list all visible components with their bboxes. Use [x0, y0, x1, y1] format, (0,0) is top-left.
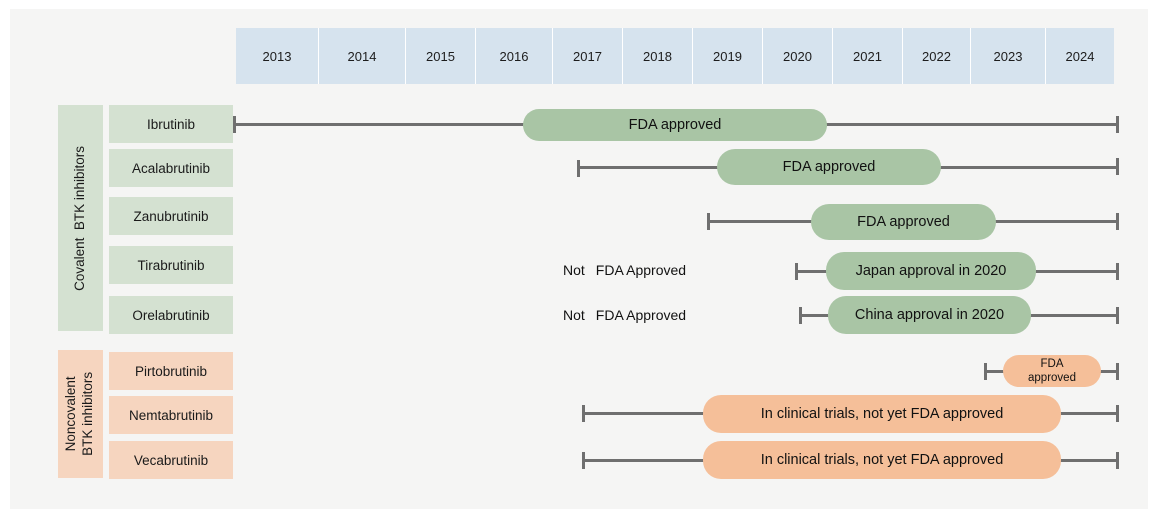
status-bar-pirtobrutinib-line2: approved [1028, 372, 1076, 384]
year-header-2013: 2013 [236, 28, 319, 84]
timeline-start-tick-tirabrutinib [795, 263, 798, 280]
year-header-2014: 2014 [319, 28, 406, 84]
group-label-noncovalent-text: Noncovalent BTK inhibitors [64, 372, 98, 456]
group-label-covalent-text: Covalent BTK inhibitors [72, 145, 88, 291]
note-not-orelabrutinib: Not [563, 307, 585, 323]
timeline-end-tick-zanubrutinib [1116, 213, 1119, 230]
status-bar-pirtobrutinib-line1: FDA [1040, 357, 1064, 370]
year-header-2019: 2019 [693, 28, 763, 84]
year-header-2022: 2022 [903, 28, 971, 84]
note-not-fda-orelabrutinib: Not FDA Approved [563, 307, 686, 323]
note-not-fda-tirabrutinib: Not FDA Approved [563, 262, 686, 278]
timeline-end-tick-ibrutinib [1116, 116, 1119, 133]
timeline-start-tick-orelabrutinib [799, 307, 802, 324]
note-fda-approved-orelabrutinib: FDA Approved [595, 307, 687, 323]
note-not-tirabrutinib: Not [563, 262, 585, 278]
drug-label-vecabrutinib: Vecabrutinib [109, 441, 233, 479]
drug-label-ibrutinib: Ibrutinib [109, 105, 233, 143]
status-bar-acalabrutinib: FDA approved [717, 149, 941, 185]
timeline-start-tick-acalabrutinib [577, 160, 580, 177]
timeline-end-tick-vecabrutinib [1116, 452, 1119, 469]
year-header-2020: 2020 [763, 28, 833, 84]
group-label-noncovalent-line2: BTK inhibitors [80, 371, 96, 457]
drug-label-zanubrutinib: Zanubrutinib [109, 197, 233, 235]
year-header-2018: 2018 [623, 28, 693, 84]
timeline-start-tick-pirtobrutinib [984, 363, 987, 380]
drug-label-acalabrutinib: Acalabrutinib [109, 149, 233, 187]
year-header-2016: 2016 [476, 28, 553, 84]
status-bar-tirabrutinib: Japan approval in 2020 [826, 252, 1036, 290]
timeline-start-tick-vecabrutinib [582, 452, 585, 469]
year-header-2017: 2017 [553, 28, 623, 84]
group-label-covalent: Covalent BTK inhibitors [58, 105, 103, 331]
status-bar-ibrutinib: FDA approved [523, 109, 827, 141]
drug-label-tirabrutinib: Tirabrutinib [109, 246, 233, 284]
group-label-noncovalent: Noncovalent BTK inhibitors [58, 350, 103, 478]
year-header-2015: 2015 [406, 28, 476, 84]
timeline-end-tick-tirabrutinib [1116, 263, 1119, 280]
status-bar-nemtabrutinib: In clinical trials, not yet FDA approved [703, 395, 1061, 433]
timeline-start-tick-nemtabrutinib [582, 405, 585, 422]
drug-label-orelabrutinib: Orelabrutinib [109, 296, 233, 334]
status-bar-orelabrutinib: China approval in 2020 [828, 296, 1031, 334]
year-header-2023: 2023 [971, 28, 1046, 84]
timeline-end-tick-pirtobrutinib [1116, 363, 1119, 380]
note-fda-approved-tirabrutinib: FDA Approved [595, 262, 687, 278]
status-bar-pirtobrutinib: FDA approved [1003, 355, 1101, 387]
status-bar-zanubrutinib: FDA approved [811, 204, 996, 240]
timeline-end-tick-acalabrutinib [1116, 158, 1119, 175]
group-label-noncovalent-line1: Noncovalent [63, 376, 79, 452]
timeline-start-tick-ibrutinib [233, 116, 236, 133]
drug-label-nemtabrutinib: Nemtabrutinib [109, 396, 233, 434]
year-header-2024: 2024 [1046, 28, 1114, 84]
status-bar-vecabrutinib: In clinical trials, not yet FDA approved [703, 441, 1061, 479]
timeline-end-tick-nemtabrutinib [1116, 405, 1119, 422]
timeline-end-tick-orelabrutinib [1116, 307, 1119, 324]
year-header-2021: 2021 [833, 28, 903, 84]
drug-label-pirtobrutinib: Pirtobrutinib [109, 352, 233, 390]
timeline-start-tick-zanubrutinib [707, 213, 710, 230]
